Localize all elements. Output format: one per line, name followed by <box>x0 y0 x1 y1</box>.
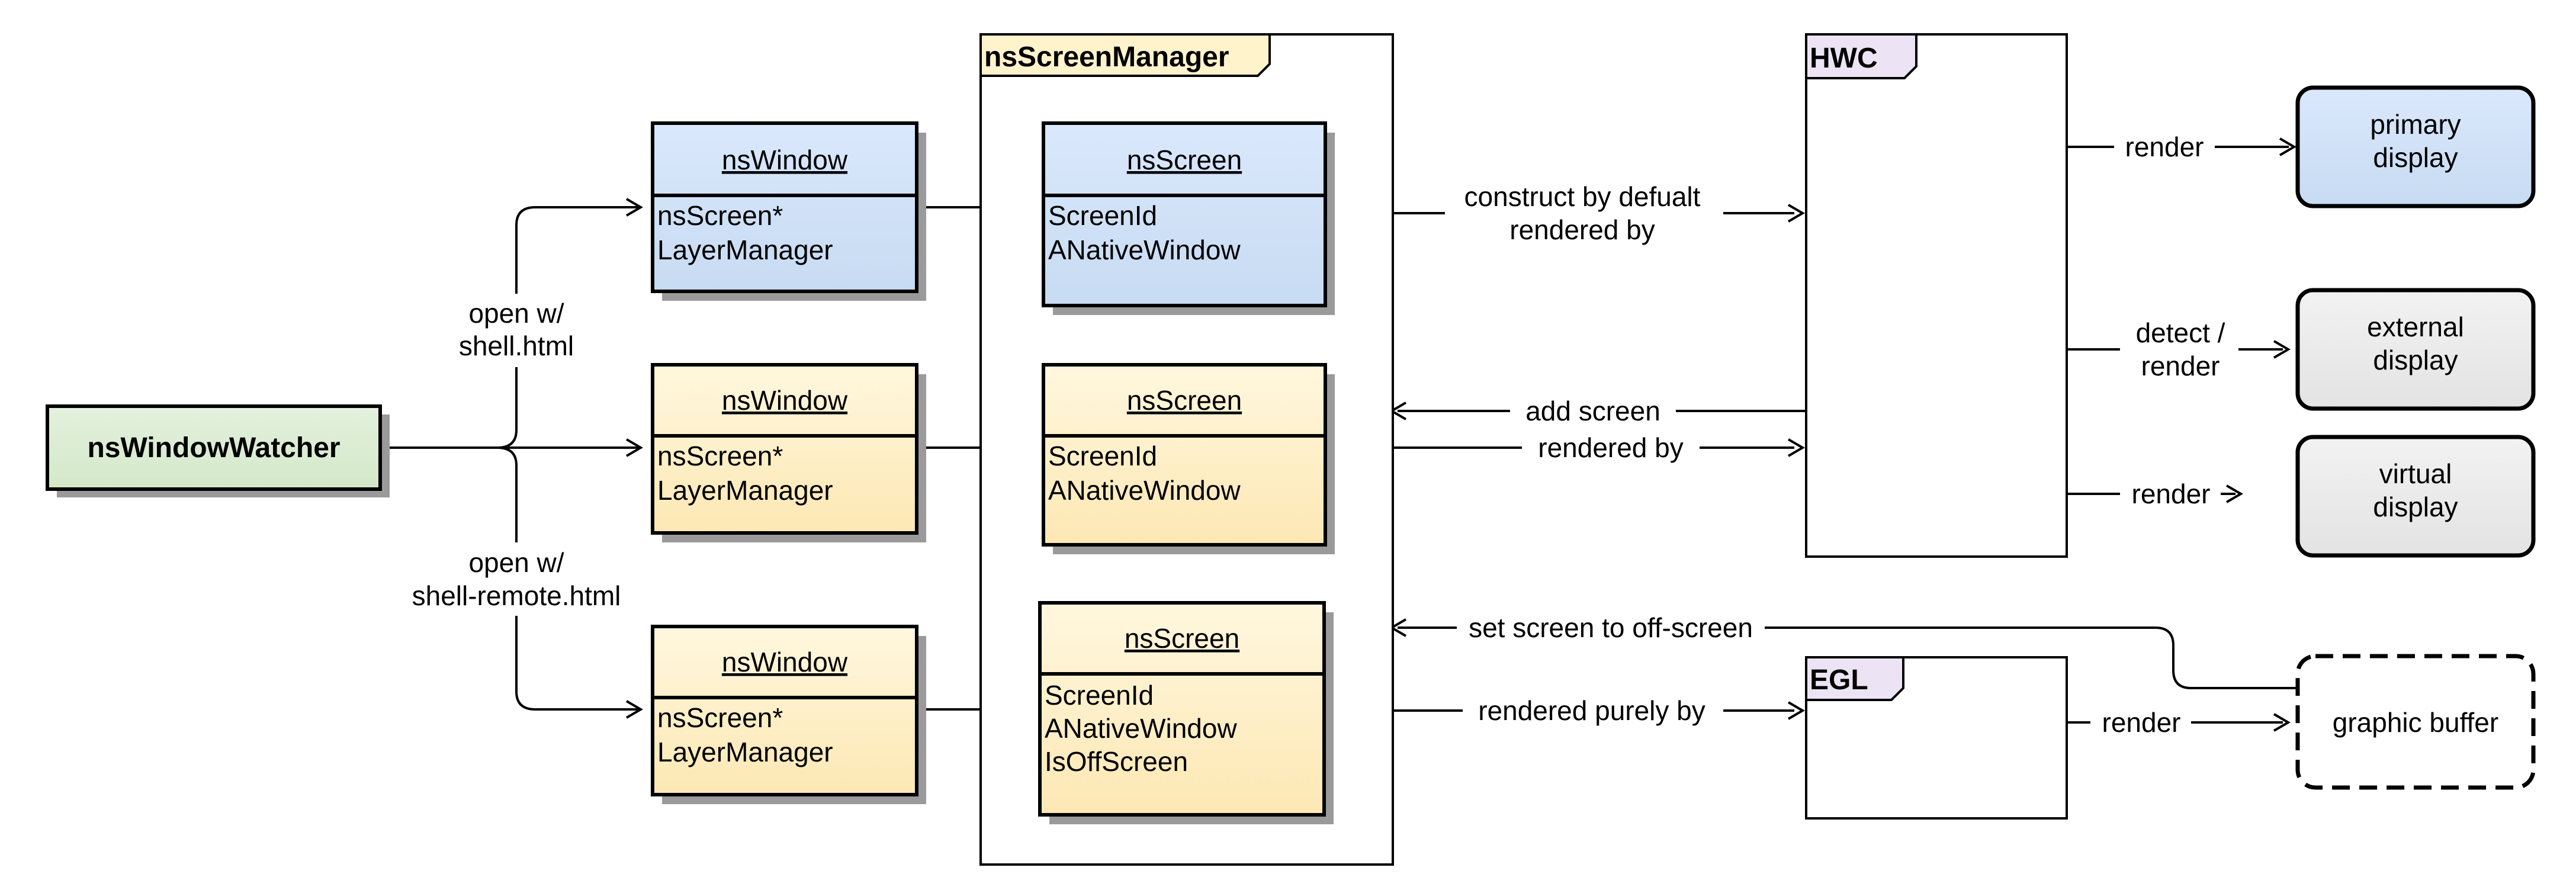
primary-display-node: primary display <box>2295 85 2536 208</box>
screen-3-field-offscreen: IsOffScreen <box>1045 746 1188 777</box>
detect-render-label-line1: detect / <box>2136 317 2225 348</box>
screen-3-field-id: ScreenId <box>1045 680 1154 711</box>
primary-display-line1: primary <box>2370 109 2461 140</box>
construct-label-line1: construct by defualt <box>1464 181 1701 212</box>
screen-node-3: nsScreen ScreenId ANativeWindow IsOffScr… <box>1038 601 1334 824</box>
window-2-field-layer: LayerManager <box>657 475 833 506</box>
window-3-field-layer: LayerManager <box>657 737 833 767</box>
virtual-display-line2: display <box>2373 491 2458 522</box>
graphic-buffer-label: graphic buffer <box>2333 707 2498 738</box>
open-remote-label-line2: shell-remote.html <box>412 580 621 611</box>
rendered-by-label: rendered by <box>1538 432 1684 463</box>
brace-to-window-3-edge <box>497 446 638 711</box>
render-buffer-label: render <box>2102 707 2181 738</box>
window-1-title: nsWindow <box>722 144 848 175</box>
screen-2-field-id: ScreenId <box>1048 441 1157 471</box>
external-display-node: external display <box>2295 288 2536 411</box>
construct-label-line2: rendered by <box>1509 214 1655 245</box>
open-shell-label-line1: open w/ <box>468 298 564 329</box>
window-node-2: nsWindow nsScreen* LayerManager <box>651 363 926 542</box>
add-screen-label: add screen <box>1525 396 1660 426</box>
virtual-display-node: virtual display <box>2295 435 2536 558</box>
render-virtual-label: render <box>2132 478 2211 509</box>
window-3-title: nsWindow <box>722 647 848 677</box>
window-2-title: nsWindow <box>722 385 848 416</box>
screen-3-field-native: ANativeWindow <box>1045 713 1237 744</box>
screen-node-1: nsScreen ScreenId ANativeWindow <box>1042 121 1335 315</box>
external-display-line2: display <box>2373 345 2458 375</box>
external-display-line1: external <box>2367 311 2464 342</box>
window-1-field-screen: nsScreen* <box>657 200 783 231</box>
screen-3-title: nsScreen <box>1125 623 1239 654</box>
window-watcher-label: nsWindowWatcher <box>87 432 340 464</box>
open-remote-label-line1: open w/ <box>468 547 564 578</box>
screen-1-title: nsScreen <box>1127 144 1242 175</box>
egl-label: EGL <box>1810 664 1868 696</box>
offscreen-label: set screen to off-screen <box>1469 612 1753 643</box>
window-2-field-screen: nsScreen* <box>657 441 783 471</box>
rendered-purely-label: rendered purely by <box>1478 695 1705 726</box>
screen-manager-label: nsScreenManager <box>984 41 1229 73</box>
brace-to-window-1-edge <box>497 206 638 449</box>
primary-display-line2: display <box>2373 142 2458 173</box>
screen-2-field-native: ANativeWindow <box>1048 475 1241 506</box>
offscreen-edge <box>1398 626 2298 689</box>
window-1-field-layer: LayerManager <box>657 234 833 265</box>
screen-1-field-id: ScreenId <box>1048 200 1157 231</box>
screen-2-title: nsScreen <box>1127 385 1242 416</box>
open-shell-label-line2: shell.html <box>459 330 574 361</box>
hwc-container: HWC <box>1805 33 2068 558</box>
screen-node-2: nsScreen ScreenId ANativeWindow <box>1042 363 1335 554</box>
detect-render-label-line2: render <box>2141 351 2220 381</box>
window-watcher-node: nsWindowWatcher <box>46 404 390 497</box>
virtual-display-line1: virtual <box>2379 458 2452 489</box>
edge-labels: open w/ shell.html open w/ shell-remote.… <box>398 129 2238 739</box>
window-node-3: nsWindow nsScreen* LayerManager <box>651 625 926 804</box>
window-node-1: nsWindow nsScreen* LayerManager <box>651 121 926 301</box>
screen-1-field-native: ANativeWindow <box>1048 234 1241 265</box>
window-3-field-screen: nsScreen* <box>657 702 783 733</box>
render-primary-label: render <box>2125 131 2204 162</box>
hwc-label: HWC <box>1810 43 1878 74</box>
egl-container: EGL <box>1805 656 2068 820</box>
graphic-buffer-node: graphic buffer <box>2295 654 2536 790</box>
